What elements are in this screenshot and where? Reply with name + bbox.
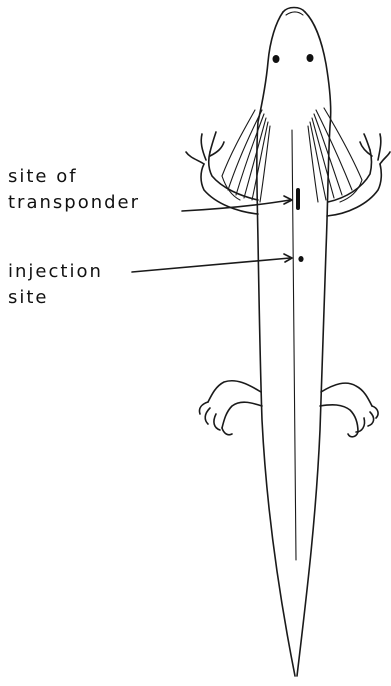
transponder-mark (296, 188, 300, 210)
transponder-label-line1: site of (8, 164, 140, 190)
transponder-label-line2: transponder (8, 190, 140, 216)
right-eye (307, 54, 314, 62)
front-right-leg (327, 134, 390, 216)
hind-right-leg (320, 383, 378, 437)
right-gills (308, 108, 362, 202)
injection-site-label: injection site (8, 259, 103, 311)
transponder-site-label: site of transponder (8, 164, 140, 216)
injection-leader (132, 254, 292, 272)
injection-dot (298, 256, 303, 262)
injection-label-line2: site (8, 285, 103, 311)
injection-label-line1: injection (8, 259, 103, 285)
hind-left-leg (199, 381, 262, 435)
dorsal-midline (292, 130, 296, 560)
left-eye (273, 55, 280, 63)
front-left-leg (186, 132, 258, 214)
left-gills (222, 110, 270, 202)
